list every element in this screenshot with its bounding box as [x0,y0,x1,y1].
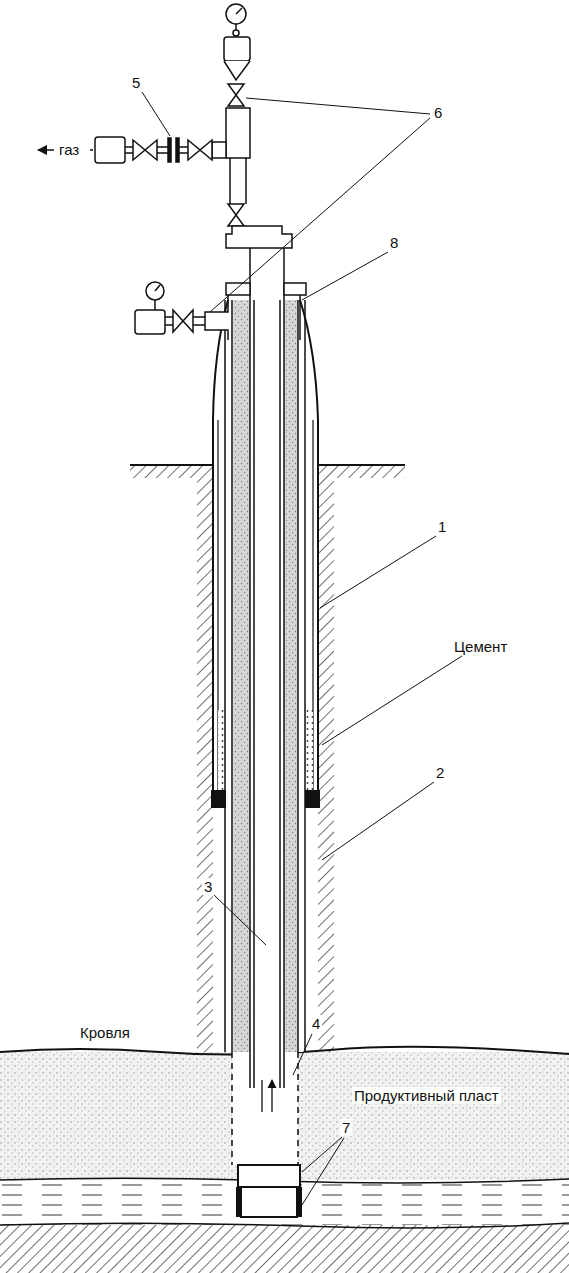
gauge-stem [154,300,156,310]
water-bottom [0,1223,569,1228]
annulus-fluid [233,300,250,1052]
gauge-needle [155,285,160,291]
bottom-plug [236,1187,242,1217]
cement [218,710,225,790]
leader-line [302,252,388,300]
conductor-casing [300,300,318,790]
bore-fill [213,420,318,790]
valve [133,140,157,160]
cross-fitting [226,226,292,248]
separator [95,137,125,163]
leader-line [210,118,430,312]
pipe [125,147,133,153]
gauge-cock [233,30,239,36]
callout-number: 3 [202,878,214,895]
leader-line [302,1137,342,1172]
well-bore [211,248,320,1217]
leader-line [302,1138,344,1205]
gauge-stem [235,24,237,30]
flow-label: газ [57,141,81,158]
callout-number: 7 [340,1119,352,1136]
bottom-plug [238,1165,300,1187]
leader-line [246,98,430,114]
callout-number: 4 [310,1015,322,1032]
layer-label: Кровля [78,1024,132,1041]
buffer-chamber [224,37,250,61]
pipe [157,147,188,153]
water-layer [0,1180,569,1225]
production-casing [225,300,305,1052]
cement [305,710,313,790]
casing-shoe [305,790,320,808]
gas-arrow [38,149,54,151]
flange [168,138,171,162]
valve [228,84,244,106]
leader-line [142,92,170,136]
tee-branch [212,142,226,158]
wellhead [38,4,306,340]
reducer [224,61,250,80]
rock-hatch [318,478,334,1052]
valve [228,204,244,226]
gauge-needle [236,8,242,14]
tee [226,108,250,158]
bottom-rock [0,1225,569,1273]
ground-hatch [318,466,405,478]
casing-head [205,295,300,340]
leader-line [320,536,436,608]
casing-shoe [211,790,226,808]
pressure-gauge [146,282,164,300]
callout-number: 8 [388,234,400,251]
leader-line [214,895,266,945]
material-label: Цемент [452,638,509,655]
tubing-head-flange [284,283,306,295]
pressure-gauge [226,4,246,24]
valve [188,140,212,160]
casing-outlet-box [135,310,165,334]
pipe [230,158,246,204]
leader-line [322,656,462,745]
layer-label: Продуктивный пласт [352,1087,501,1104]
rock-hatch [197,478,213,1052]
callout-number: 5 [130,74,142,91]
ground-hatch [130,466,213,478]
tubing-head-flange [226,283,250,295]
annulus-fluid [284,300,298,1052]
open-hole-wall [232,1052,298,1165]
gas-flow-arrow [262,1080,272,1112]
bottom-plug [241,1187,297,1217]
callout-number: 6 [432,104,444,121]
callout-number: 1 [436,518,448,535]
pipe [165,317,205,325]
callout-number: 2 [434,764,446,781]
tubing [250,248,284,1088]
valve [173,310,193,332]
bottom-plug [296,1187,302,1217]
flange [176,138,179,162]
pipe [90,149,93,151]
leader-line [322,782,434,860]
open-hole [232,1052,298,1165]
leader-line [293,1034,312,1075]
leader-lines [142,92,462,1205]
